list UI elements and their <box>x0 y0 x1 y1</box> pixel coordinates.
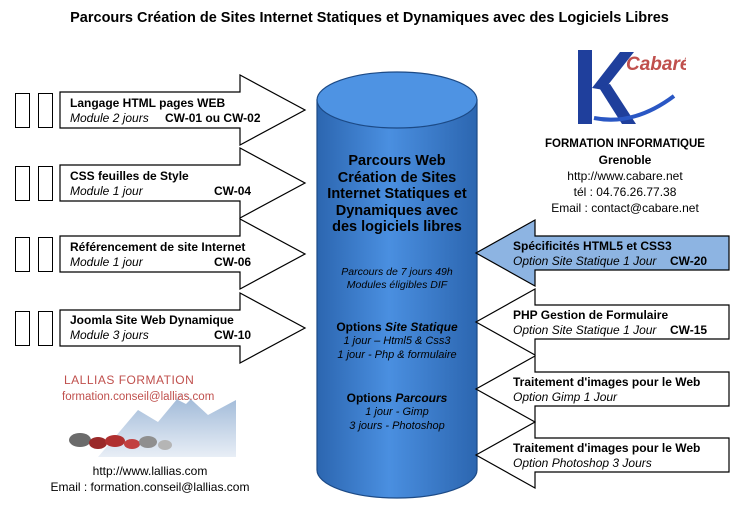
cabare-logo-text: Cabaré <box>626 54 686 75</box>
module-name: PHP Gestion de Formulaire <box>513 308 669 322</box>
module-name: Traitement d'images pour le Web <box>513 441 701 455</box>
module-name: Langage HTML pages WEB <box>70 96 226 110</box>
checkbox-square <box>38 93 53 128</box>
cylinder-subtitle: Parcours de 7 jours 49h Modules éligible… <box>322 266 472 292</box>
options-parcours-line2: 3 jours - Photoshop <box>349 420 445 432</box>
module-code: CW-10 <box>214 328 252 342</box>
module-duration: Option Site Statique 1 Jour <box>513 254 657 268</box>
right-module-2: PHP Gestion de Formulaire Option Site St… <box>513 308 723 340</box>
lallias-logo-email: formation.conseil@lallias.com <box>62 391 214 403</box>
module-code: CW-01 ou CW-02 <box>165 111 261 125</box>
cylinder-subtitle-line2: Modules éligibles DIF <box>346 279 448 291</box>
options-parcours-line1: 1 jour - Gimp <box>365 406 429 418</box>
lallias-contact: http://www.lallias.com Email : formation… <box>20 463 280 495</box>
options-parcours-em: Parcours <box>395 391 448 405</box>
options-static-block: Options Site Statique 1 jour – Html5 & C… <box>322 320 472 362</box>
lallias-logo-image: LALLIAS FORMATION formation.conseil@lall… <box>58 370 236 457</box>
cabare-contact: FORMATION INFORMATIQUE Grenoble http://w… <box>520 136 730 216</box>
checkbox-square <box>15 237 30 272</box>
left-arrow-1 <box>59 73 307 147</box>
module-duration: Module 2 jours <box>70 111 149 125</box>
left-module-3: Référencement de site Internet Module 1 … <box>70 240 270 272</box>
left-module-2: CSS feuilles de Style Module 1 jour CW-0… <box>70 169 270 201</box>
options-static-prefix: Options <box>336 320 385 334</box>
left-arrow-4 <box>59 291 307 365</box>
lallias-url[interactable]: http://www.lallias.com <box>92 464 208 478</box>
checkbox-square <box>38 166 53 201</box>
right-module-4: Traitement d'images pour le Web Option P… <box>513 441 723 473</box>
module-duration: Option Photoshop 3 Jours <box>513 456 652 470</box>
cabare-url[interactable]: http://www.cabare.net <box>567 169 683 183</box>
module-duration: Module 1 jour <box>70 184 143 198</box>
cabare-email[interactable]: Email : contact@cabare.net <box>551 201 699 215</box>
module-duration: Module 3 jours <box>70 328 149 342</box>
module-duration: Option Site Statique 1 Jour <box>513 323 657 337</box>
cylinder-subtitle-line1: Parcours de 7 jours 49h <box>341 266 453 278</box>
checkbox-square <box>38 311 53 346</box>
checkbox-square <box>38 237 53 272</box>
right-arrow-3 <box>474 354 730 424</box>
lallias-email[interactable]: Email : formation.conseil@lallias.com <box>50 480 250 494</box>
module-name: Spécificités HTML5 et CSS3 <box>513 239 672 253</box>
module-code: CW-20 <box>670 254 708 268</box>
options-parcours-prefix: Options <box>346 391 396 405</box>
left-arrow-3 <box>59 217 307 291</box>
checkbox-square <box>15 93 30 128</box>
lallias-logo-name: LALLIAS FORMATION <box>64 373 194 387</box>
module-duration: Module 1 jour <box>70 255 143 269</box>
options-parcours-block: Options Parcours 1 jour - Gimp 3 jours -… <box>322 391 472 433</box>
cabare-city: Grenoble <box>598 153 652 167</box>
module-code: CW-15 <box>670 323 708 337</box>
right-module-3: Traitement d'images pour le Web Option G… <box>513 375 723 407</box>
cylinder-top <box>316 71 478 129</box>
checkbox-square <box>15 166 30 201</box>
module-name: Joomla Site Web Dynamique <box>70 313 234 327</box>
module-name: Référencement de site Internet <box>70 240 246 254</box>
module-code: CW-04 <box>214 184 252 198</box>
module-code: CW-06 <box>214 255 252 269</box>
options-static-em: Site Statique <box>384 320 458 334</box>
left-module-4: Joomla Site Web Dynamique Module 3 jours… <box>70 313 270 345</box>
cylinder-title: Parcours Web Création de Sites Internet … <box>327 153 467 235</box>
left-arrow-2 <box>59 146 307 220</box>
page-title: Parcours Création de Sites Internet Stat… <box>70 10 669 26</box>
right-arrow-1 <box>474 218 730 288</box>
right-module-1: Spécificités HTML5 et CSS3 Option Site S… <box>513 239 723 271</box>
module-duration: Option Gimp 1 Jour <box>513 390 618 404</box>
module-name: CSS feuilles de Style <box>70 169 189 183</box>
module-name: Traitement d'images pour le Web <box>513 375 701 389</box>
cylinder-body <box>316 99 478 499</box>
right-arrow-4 <box>474 420 730 490</box>
right-arrow-2 <box>474 287 730 357</box>
cabare-phone: tél : 04.76.26.77.38 <box>573 185 677 199</box>
cabare-logo: Cabaré <box>578 50 686 124</box>
left-module-1: Langage HTML pages WEB Module 2 jours CW… <box>70 96 270 128</box>
cabare-org: FORMATION INFORMATIQUE <box>545 138 705 150</box>
options-static-line1: 1 jour – Html5 & Css3 <box>343 335 451 347</box>
options-static-line2: 1 jour - Php & formulaire <box>337 349 457 361</box>
checkbox-square <box>15 311 30 346</box>
